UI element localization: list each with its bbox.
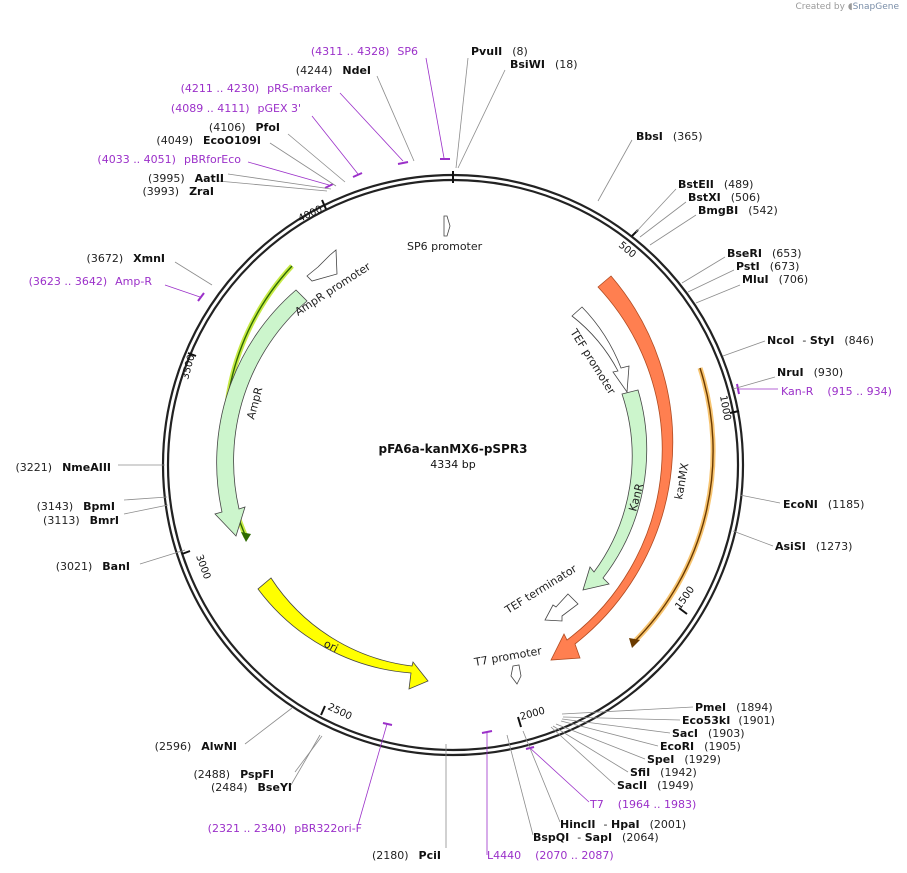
primer-label-l4440: L4440(2070 .. 2087) (487, 849, 614, 862)
site-label-mlui: MluI(706) (742, 273, 808, 286)
site-label-pvuii: PvuII(8) (471, 45, 528, 58)
feature-label-tef-promoter: TEF promoter (567, 326, 618, 397)
credit-brand: SnapGene (852, 2, 899, 12)
site-label-ncoi-styi: NcoI- StyI(846) (767, 334, 874, 347)
primer-mark-pbrforeco (324, 183, 334, 189)
primer-mark-pbr322ori (382, 722, 393, 726)
sp6-promoter-arrow (443, 215, 451, 237)
primer-label-pbrforeco: (4033 .. 4051)pBRforEco (97, 153, 241, 166)
site-label-econi: EcoNI(1185) (783, 498, 864, 511)
snapgene-credit: Created by ◖SnapGene (795, 2, 899, 12)
ori-arrow (257, 577, 429, 690)
ampr-arrow (214, 289, 308, 537)
primer-label-prs-marker: (4211 .. 4230)pRS-marker (181, 82, 333, 95)
primer-labels: (4311 .. 4328)SP6 (4211 .. 4230)pRS-mark… (29, 45, 892, 862)
feature-label-kanr: KanR (626, 482, 646, 513)
site-label-spei: SpeI(1929) (647, 753, 721, 766)
primer-mark-pgex3 (352, 172, 363, 178)
features (214, 215, 716, 690)
tef-promoter-arrow (571, 306, 630, 394)
feature-label-ori: ori (322, 637, 341, 655)
primer-label-pgex3: (4089 .. 4111)pGEX 3' (171, 102, 301, 115)
plasmid-name: pFA6a-kanMX6-pSPR3 (379, 442, 528, 456)
tef-terminator-arrow (544, 593, 579, 622)
site-leaders (118, 57, 781, 848)
site-label-nrui: NruI(930) (777, 366, 843, 379)
primer-label-pbr322ori-f: (2321 .. 2340)pBR322ori-F (208, 822, 362, 835)
site-label-bsteii: BstEII(489) (678, 178, 753, 191)
site-label-bani: (3021)BanI (56, 560, 130, 573)
tick-label-1000: 1000 (717, 395, 732, 422)
ampr-strand-arrowhead (241, 532, 251, 542)
site-label-bmgbi: BmgBI(542) (698, 204, 778, 217)
tick-mark-1500 (678, 607, 688, 615)
site-label-xmni: (3672)XmnI (87, 252, 165, 265)
feature-label-t7-promoter: T7 promoter (472, 644, 543, 669)
snapgene-logo-icon: ◖ (847, 2, 853, 12)
site-label-nmeaiii: (3221)NmeAIII (16, 461, 112, 474)
primer-mark-prs-marker (397, 161, 409, 165)
site-label-bmri: (3113)BmrI (43, 514, 119, 527)
site-label-pfoi: (4106)PfoI (209, 121, 280, 134)
t7-promoter-arrow (510, 664, 522, 685)
tick-mark-4000 (321, 199, 327, 210)
site-labels: PvuII(8) BsiWI(18) BbsI(365) BstEII(489)… (16, 45, 874, 862)
primer-leaders (164, 57, 778, 855)
site-label-ndei: (4244)NdeI (296, 64, 371, 77)
primer-label-sp6: (4311 .. 4328)SP6 (311, 45, 418, 58)
site-label-asisi: AsiSI(1273) (775, 540, 852, 553)
plasmid-length: 4334 bp (430, 458, 475, 471)
tick-label-2500: 2500 (326, 702, 354, 723)
site-label-bstxi: BstXI(506) (688, 191, 760, 204)
feature-label-sp6-promoter: SP6 promoter (407, 240, 483, 253)
primer-label-kan-r: Kan-R(915 .. 934) (781, 385, 892, 398)
tick-label-4000: 4000 (297, 204, 325, 225)
kanmx-arrow (550, 275, 674, 661)
site-label-bsiwi: BsiWI(18) (510, 58, 578, 71)
site-label-ecoo109i: (4049)EcoO109I (156, 134, 261, 147)
site-label-zrai: (3993)ZraI (143, 185, 215, 198)
primer-label-t7: T7(1964 .. 1983) (589, 798, 696, 811)
site-label-pcii: (2180)PciI (372, 849, 441, 862)
site-label-pspfi: (2488)PspFI (194, 768, 274, 781)
site-label-saci: SacI(1903) (672, 727, 745, 740)
feature-label-ampr: AmpR (244, 385, 265, 420)
site-label-sacii: SacII(1949) (617, 779, 694, 792)
primer-label-amp-r: (3623 .. 3642)Amp-R (29, 275, 153, 288)
primer-mark-amp-r (197, 292, 205, 302)
kanr-arrow (582, 389, 648, 591)
site-label-alwni: (2596)AlwNI (155, 740, 237, 753)
feature-label-kanmx: kanMX (672, 461, 691, 500)
tick-mark-2000 (517, 716, 522, 728)
tick-label-3000: 3000 (193, 553, 212, 581)
tick-mark-1000 (729, 410, 740, 414)
ampr-promoter-arrow (306, 249, 338, 282)
site-label-bbsi: BbsI(365) (636, 130, 703, 143)
tick-mark-3500 (187, 352, 197, 357)
kanmx-highlight-arc (632, 367, 716, 644)
kanmx-strand-arrowhead (629, 638, 640, 648)
tick-mark-3000 (181, 550, 191, 555)
site-label-bspqi-sapi: BspQI- SapI(2064) (533, 831, 659, 844)
site-label-hincii-hpai: HincII- HpaI(2001) (560, 818, 686, 831)
site-label-bseri: BseRI(653) (727, 247, 802, 260)
credit-prefix: Created by (795, 2, 845, 12)
site-label-aatii: (3995)AatII (148, 172, 224, 185)
site-label-bseyi: (2484)BseYI (211, 781, 292, 794)
site-label-ecori: EcoRI(1905) (660, 740, 741, 753)
kanmx-strand-arc (633, 367, 714, 643)
site-label-eco53ki: Eco53kI(1901) (682, 714, 775, 727)
site-label-pmei: PmeI(1894) (695, 701, 773, 714)
tick-label-2000: 2000 (519, 706, 546, 723)
tick-mark-2500 (320, 705, 326, 716)
site-label-sfii: SfiI(1942) (630, 766, 697, 779)
tick-label-500: 500 (616, 240, 638, 261)
site-label-psti: PstI(673) (736, 260, 799, 273)
site-label-bpmi: (3143)BpmI (37, 500, 115, 513)
